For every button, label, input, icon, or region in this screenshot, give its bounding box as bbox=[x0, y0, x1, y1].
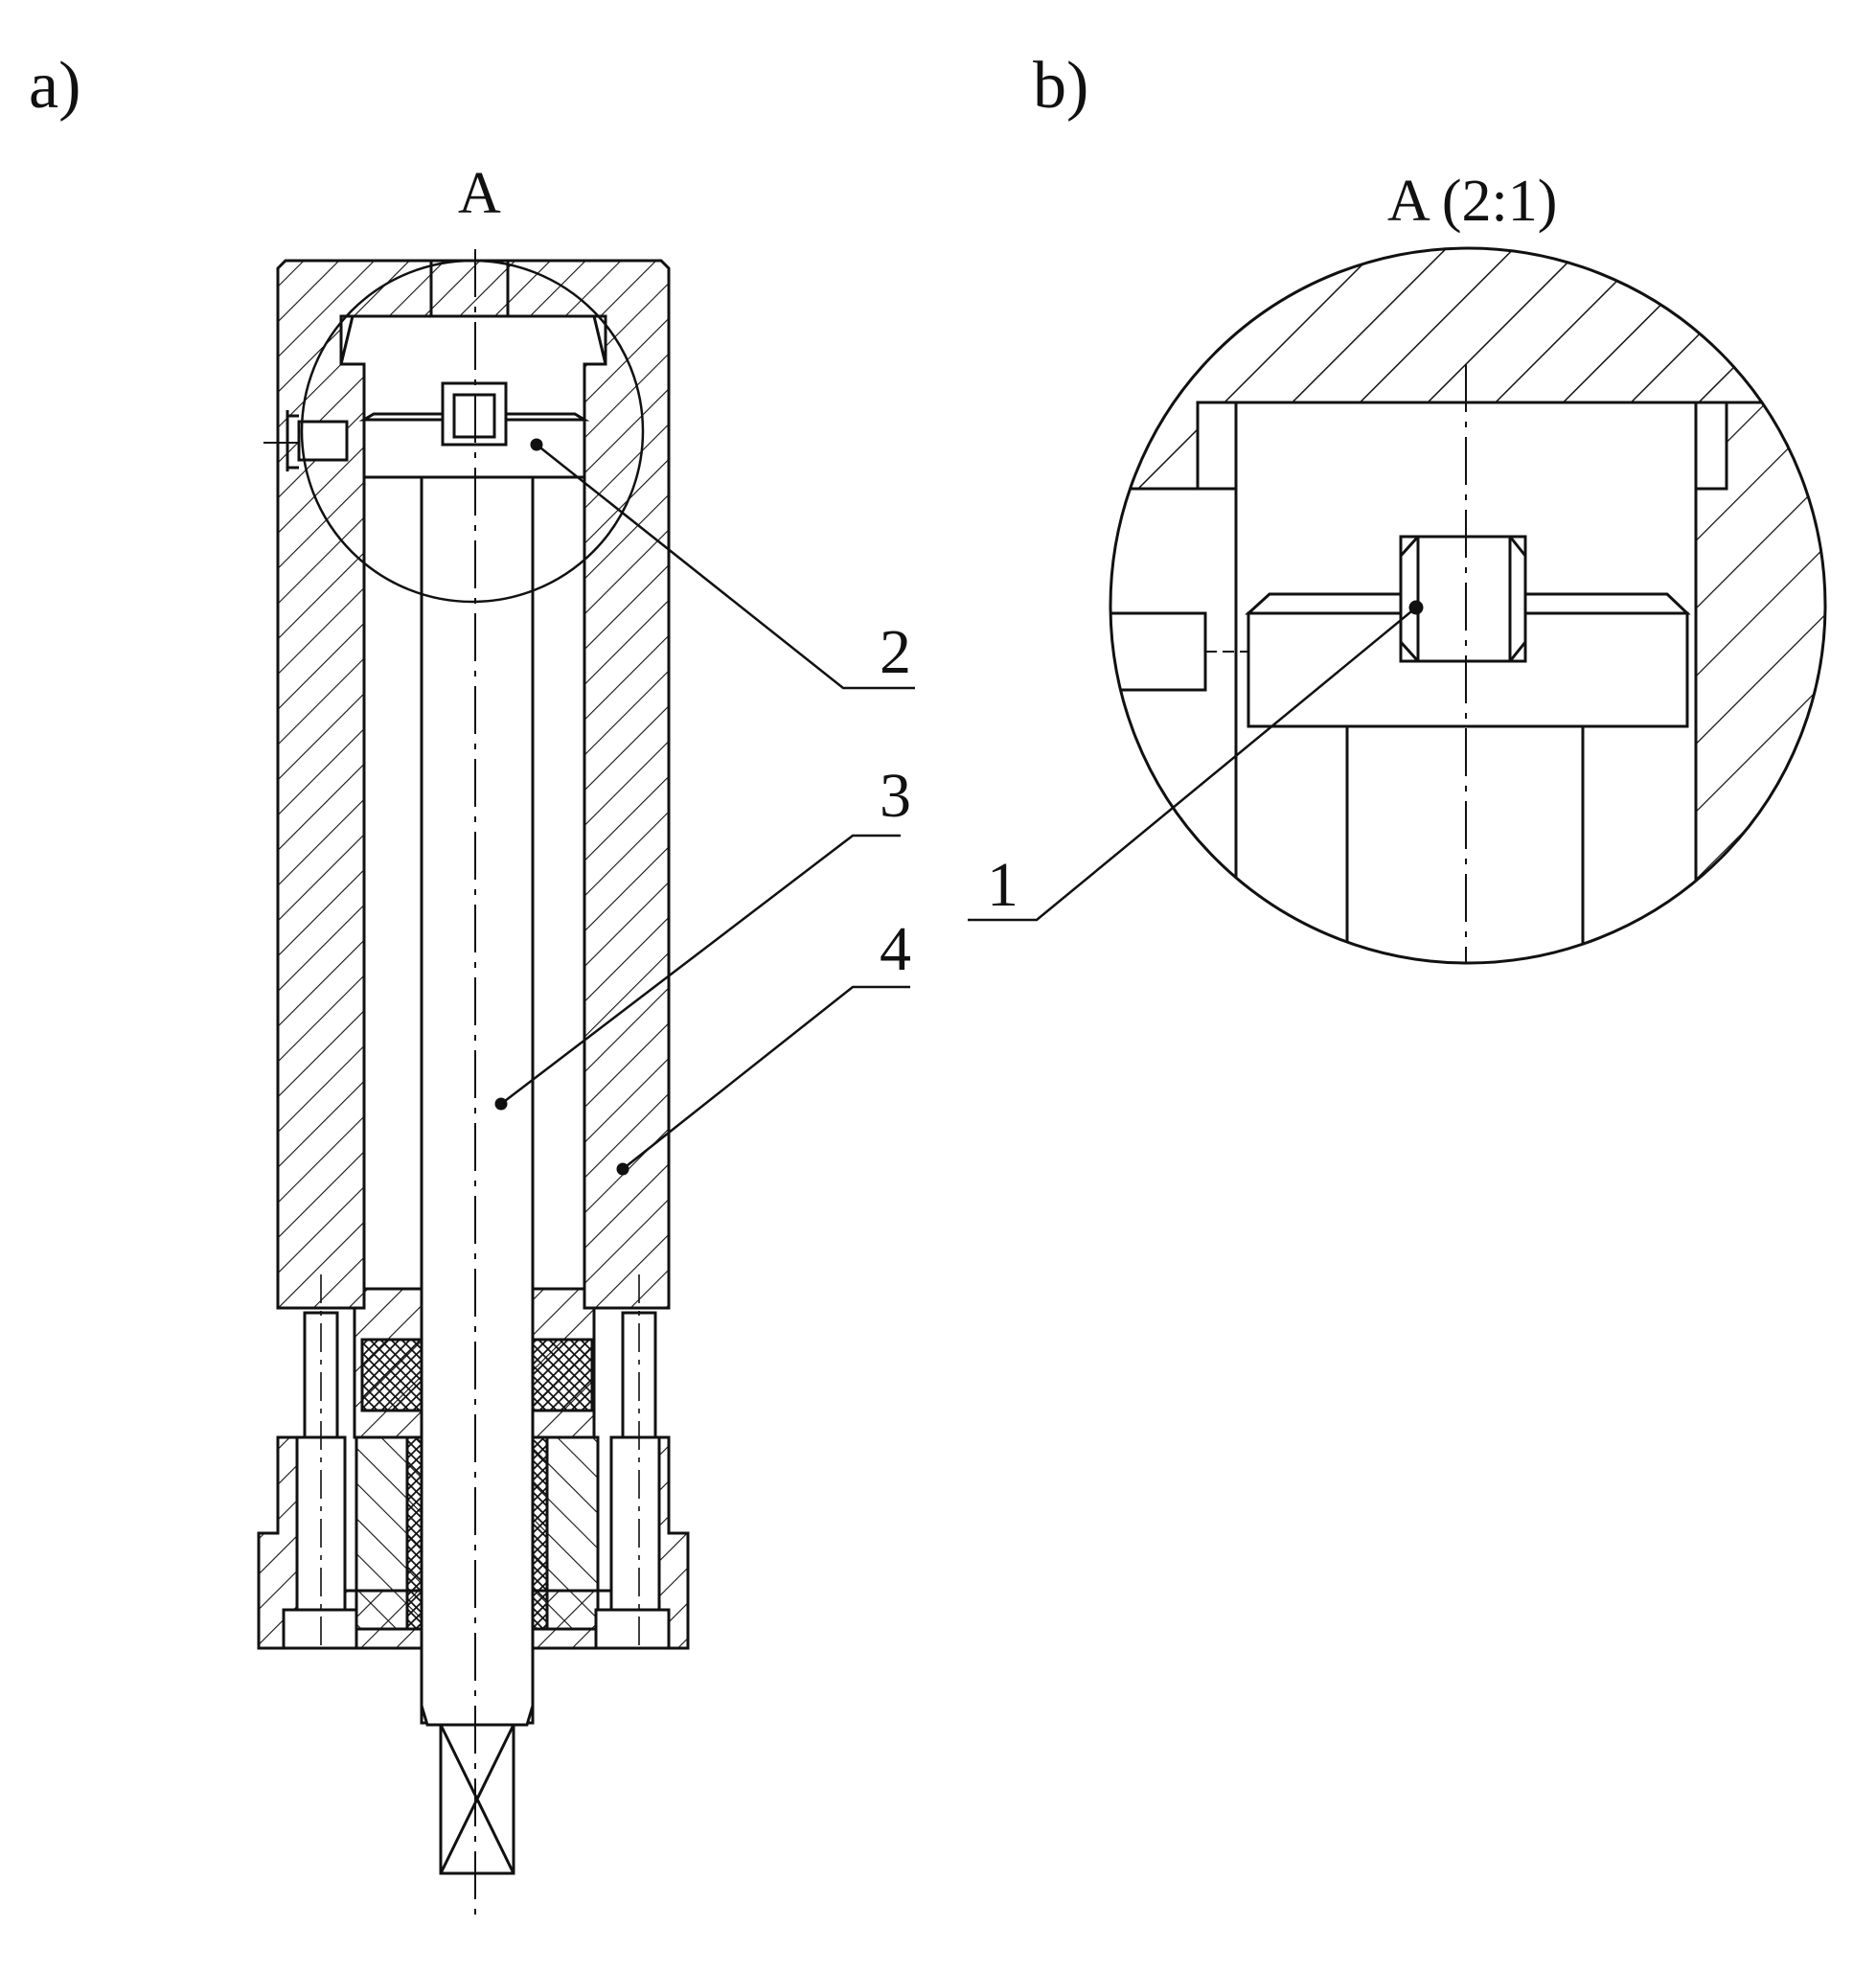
set-screw-left bbox=[297, 420, 349, 462]
panel-label-b: b) bbox=[1033, 49, 1088, 123]
leader-4 bbox=[622, 985, 910, 1170]
seal-left bbox=[360, 1338, 423, 1412]
leader-1 bbox=[968, 607, 1417, 922]
callout-1: 1 bbox=[987, 850, 1018, 920]
section-marker-label: A bbox=[458, 161, 501, 226]
callout-4: 4 bbox=[880, 914, 911, 984]
detail-view-title: A (2:1) bbox=[1387, 169, 1557, 234]
detail-circle-b bbox=[1109, 246, 1827, 965]
section-view-a bbox=[257, 249, 915, 1916]
leader-3 bbox=[500, 834, 901, 1105]
end-cap bbox=[429, 259, 510, 318]
piston-rod bbox=[420, 475, 535, 1725]
panel-label-a: a) bbox=[29, 49, 80, 123]
callout-3: 3 bbox=[880, 761, 911, 831]
leader-2 bbox=[536, 444, 915, 690]
detail-circle-a bbox=[300, 259, 645, 604]
detail-view-b bbox=[968, 246, 1827, 965]
callout-2: 2 bbox=[880, 617, 911, 687]
seal-right bbox=[531, 1338, 594, 1412]
detail-nut bbox=[1399, 535, 1527, 663]
